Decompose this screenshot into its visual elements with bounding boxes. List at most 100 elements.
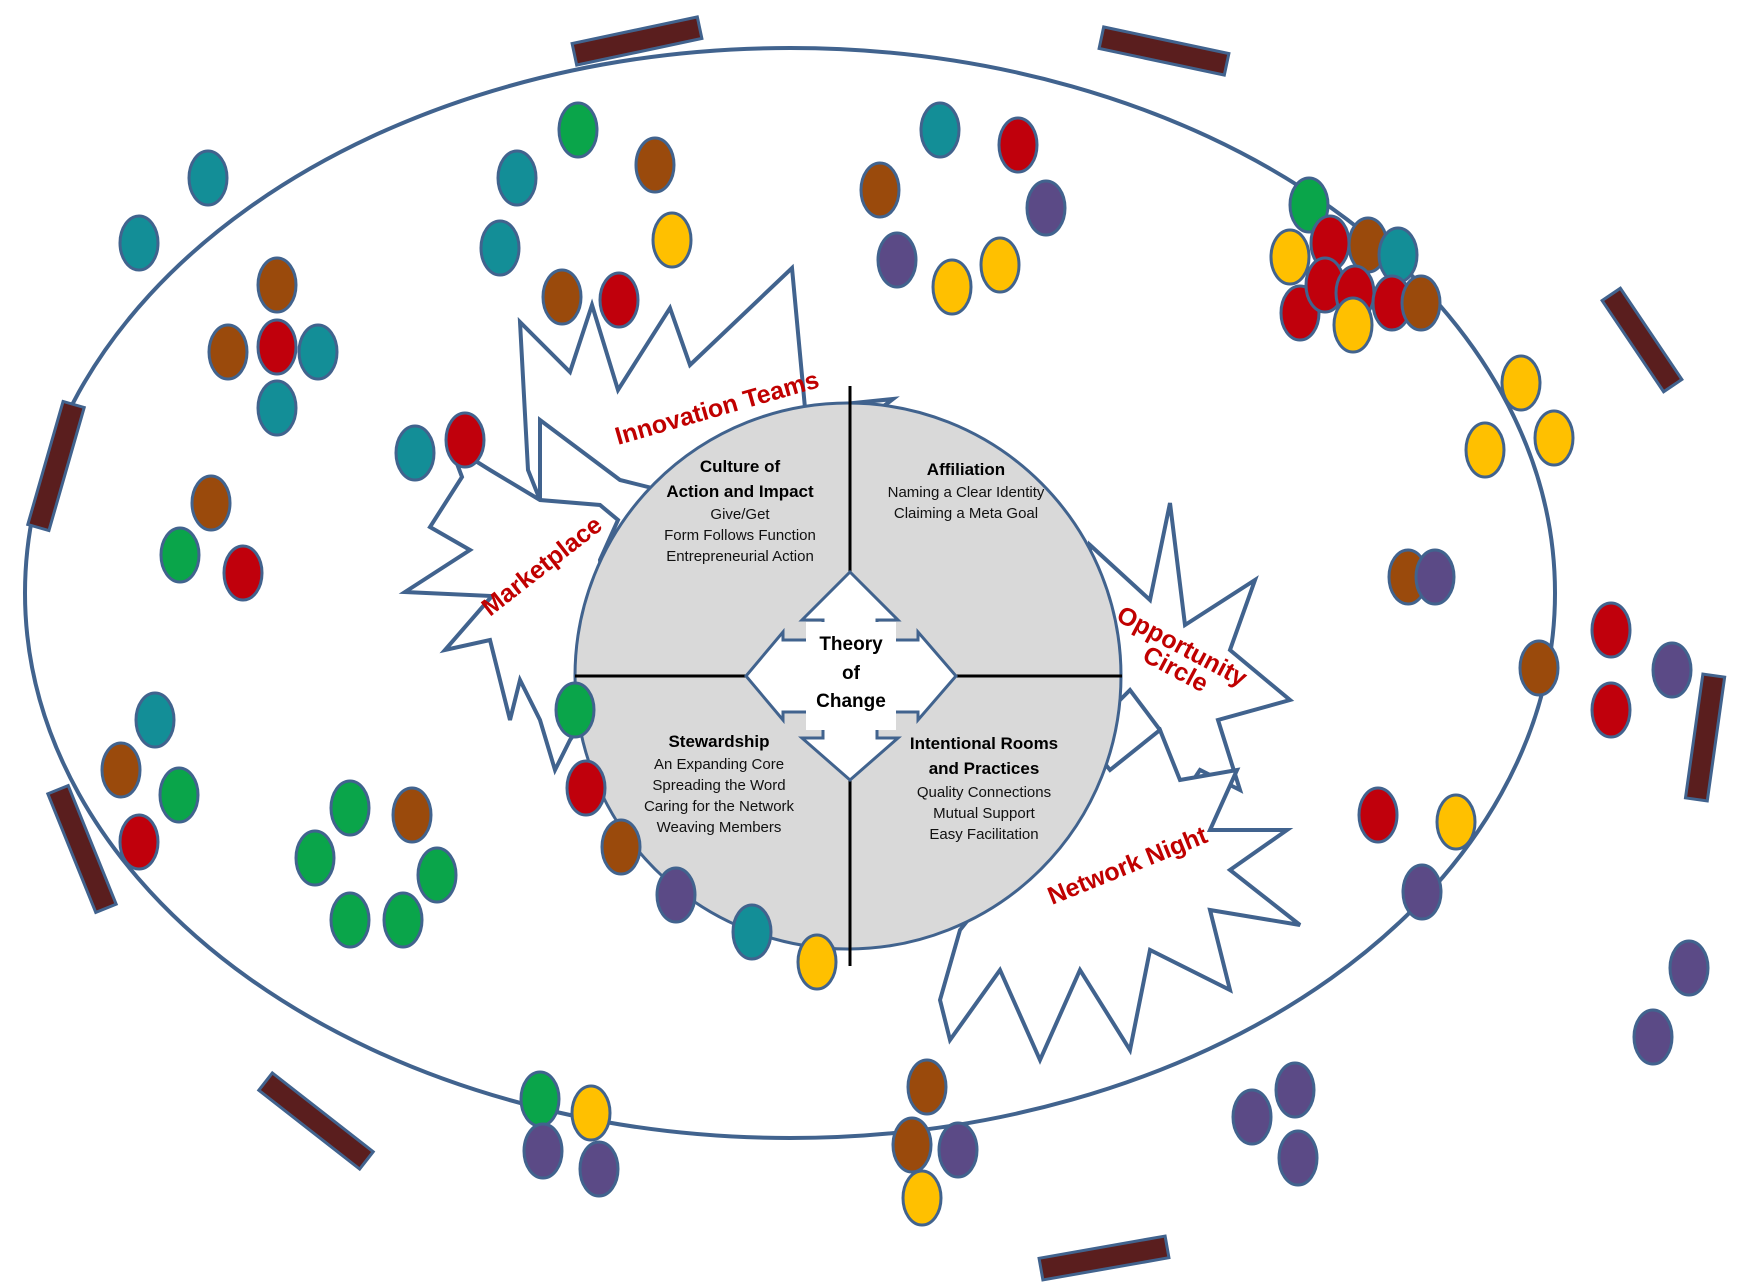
member-dot-yellow <box>979 236 1021 294</box>
boundary-bar <box>1037 1234 1171 1282</box>
member-dot-brown <box>600 818 642 876</box>
member-dot-purple <box>1025 179 1067 237</box>
member-dot-teal <box>256 379 298 437</box>
member-dot-teal <box>1377 226 1419 284</box>
network-boundary-ellipse <box>23 46 1557 1140</box>
theory-label-line-2: of <box>842 663 861 684</box>
member-dot-yellow <box>1464 421 1506 479</box>
member-dot-purple <box>1632 1008 1674 1066</box>
member-dot-green <box>554 681 596 739</box>
member-dot-brown <box>634 136 676 194</box>
member-dot-red <box>444 411 486 469</box>
culture-line: Form Follows Function <box>664 527 816 544</box>
member-dot-red <box>565 759 607 817</box>
stewardship-line: Weaving Members <box>657 819 782 836</box>
member-dot-yellow <box>931 258 973 316</box>
member-dot-red <box>598 271 640 329</box>
boundary-bar <box>45 783 119 915</box>
member-dot-purple <box>1414 548 1456 606</box>
member-dot-purple <box>1274 1061 1316 1119</box>
boundary-bars <box>25 15 1727 1282</box>
boundary-bar <box>25 399 87 533</box>
member-dots <box>100 101 1710 1227</box>
member-dot-yellow <box>796 933 838 991</box>
member-dot-yellow <box>1435 793 1477 851</box>
member-dot-red <box>1590 681 1632 739</box>
rooms-line: Easy Facilitation <box>929 826 1038 843</box>
member-dot-brown <box>190 474 232 532</box>
member-dot-teal <box>118 214 160 272</box>
boundary-bar <box>570 15 704 67</box>
member-dot-red <box>222 544 264 602</box>
rooms-title-1: Intentional Rooms <box>910 734 1058 753</box>
member-dot-red <box>118 813 160 871</box>
member-dot-purple <box>1231 1088 1273 1146</box>
member-dot-brown <box>891 1116 933 1174</box>
culture-title-1: Culture of <box>700 457 781 476</box>
affiliation-title: Affiliation <box>927 460 1005 479</box>
member-dot-red <box>997 116 1039 174</box>
member-dot-green <box>519 1070 561 1128</box>
culture-line: Give/Get <box>710 506 770 523</box>
member-dot-purple <box>522 1122 564 1180</box>
stewardship-line: Spreading the Word <box>652 777 785 794</box>
member-dot-green <box>329 891 371 949</box>
member-dot-teal <box>134 691 176 749</box>
member-dot-green <box>294 829 336 887</box>
member-dot-red <box>1590 601 1632 659</box>
member-dot-purple <box>1651 641 1693 699</box>
member-dot-yellow <box>1269 228 1311 286</box>
member-dot-yellow <box>1500 354 1542 412</box>
theory-label-line-1: Theory <box>819 634 883 655</box>
member-dot-teal <box>731 903 773 961</box>
member-dot-purple <box>937 1121 979 1179</box>
theory-label-line-3: Change <box>816 691 886 712</box>
member-dot-teal <box>919 101 961 159</box>
boundary-bar <box>1600 286 1684 394</box>
boundary-bar <box>256 1070 376 1172</box>
member-dot-purple <box>578 1140 620 1198</box>
member-dot-green <box>382 891 424 949</box>
rooms-title-2: and Practices <box>929 759 1040 778</box>
member-dot-yellow <box>1332 296 1374 354</box>
member-dot-brown <box>391 786 433 844</box>
member-dot-yellow <box>1533 409 1575 467</box>
member-dot-purple <box>1668 939 1710 997</box>
member-dot-teal <box>496 149 538 207</box>
member-dot-brown <box>906 1058 948 1116</box>
member-dot-green <box>1288 176 1330 234</box>
stewardship-line: An Expanding Core <box>654 756 784 773</box>
member-dot-red <box>1357 786 1399 844</box>
member-dot-purple <box>876 231 918 289</box>
member-dot-brown <box>100 741 142 799</box>
member-dot-brown <box>256 256 298 314</box>
rooms-line: Quality Connections <box>917 784 1051 801</box>
culture-title-2: Action and Impact <box>666 482 814 501</box>
member-dot-purple <box>655 866 697 924</box>
culture-line: Entrepreneurial Action <box>666 548 814 565</box>
member-dot-purple <box>1401 863 1443 921</box>
member-dot-green <box>416 846 458 904</box>
member-dot-yellow <box>651 211 693 269</box>
member-dot-brown <box>1518 639 1560 697</box>
member-dot-yellow <box>570 1084 612 1142</box>
member-dot-yellow <box>901 1169 943 1227</box>
member-dot-green <box>158 766 200 824</box>
theory-label-box <box>806 622 896 730</box>
affiliation-line: Claiming a Meta Goal <box>894 505 1038 522</box>
rooms-line: Mutual Support <box>933 805 1036 822</box>
member-dot-green <box>329 779 371 837</box>
member-dot-green <box>557 101 599 159</box>
member-dot-red <box>256 318 298 376</box>
member-dot-brown <box>207 323 249 381</box>
member-dot-teal <box>394 424 436 482</box>
boundary-bar <box>1097 25 1231 77</box>
member-dot-brown <box>541 268 583 326</box>
member-dot-teal <box>479 219 521 277</box>
member-dot-brown <box>859 161 901 219</box>
member-dot-teal <box>297 323 339 381</box>
member-dot-teal <box>187 149 229 207</box>
member-dot-purple <box>1277 1129 1319 1187</box>
member-dot-green <box>159 526 201 584</box>
